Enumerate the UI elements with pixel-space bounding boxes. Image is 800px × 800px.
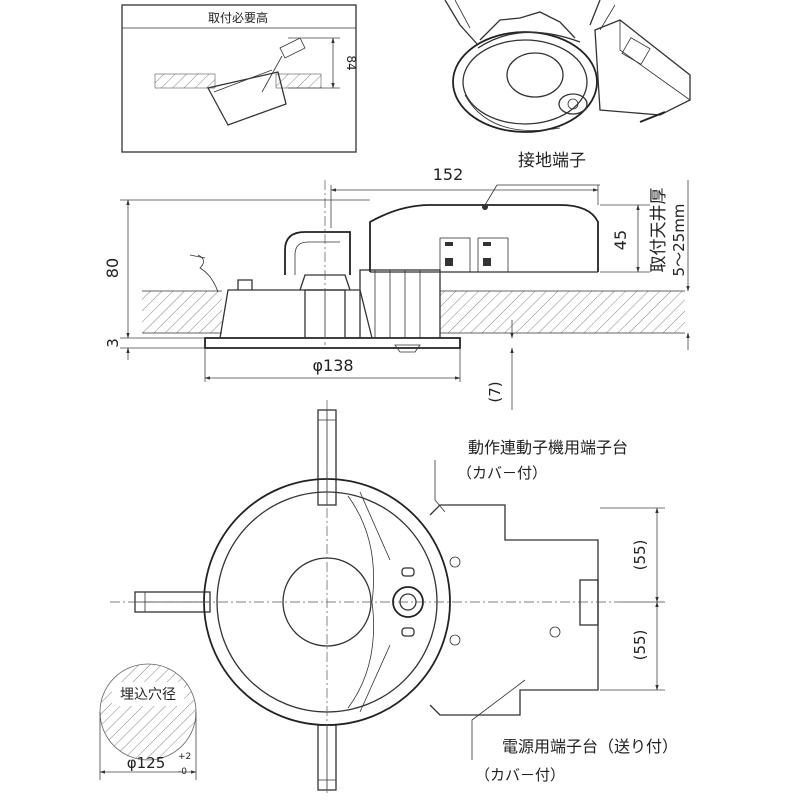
mount-height-value: 84 — [344, 55, 358, 70]
cutout-label: 埋込穴径 — [120, 687, 176, 703]
top-view — [99, 400, 665, 795]
power-cover-label: （カバ－付） — [475, 766, 565, 784]
ceiling-range-label: 5～25mm — [670, 204, 688, 277]
dim-45-label: 45 — [611, 230, 630, 250]
power-terminal-label: 電源用端子台（送り付） — [502, 737, 678, 756]
dim-3-label: 3 — [104, 338, 122, 348]
sensor-cover-label: （カバ－付） — [457, 464, 547, 482]
sensor-terminal-label: 動作連動子機用端子台 — [468, 438, 628, 457]
gap-7-label: (7) — [486, 381, 504, 402]
cutout-diameter-label: φ125 — [127, 754, 166, 772]
ceiling-thickness-label: 取付天井厚 — [649, 188, 669, 273]
tolerance-minus: -0 — [178, 767, 187, 777]
ground-terminal-label: 接地端子 — [518, 151, 586, 171]
side-view — [120, 180, 690, 410]
mount-height-label: 取付必要高 — [208, 10, 268, 25]
dim-55-top-label: (55) — [631, 540, 649, 571]
perspective-view — [444, 0, 691, 133]
diameter-138-label: φ138 — [312, 356, 353, 375]
dim-80-label: 80 — [103, 258, 122, 278]
dim-152-label: 152 — [433, 165, 464, 184]
tolerance-plus: +2 — [178, 752, 191, 762]
mount-height-inset — [121, 4, 357, 153]
dim-55-bottom-label: (55) — [631, 630, 649, 661]
